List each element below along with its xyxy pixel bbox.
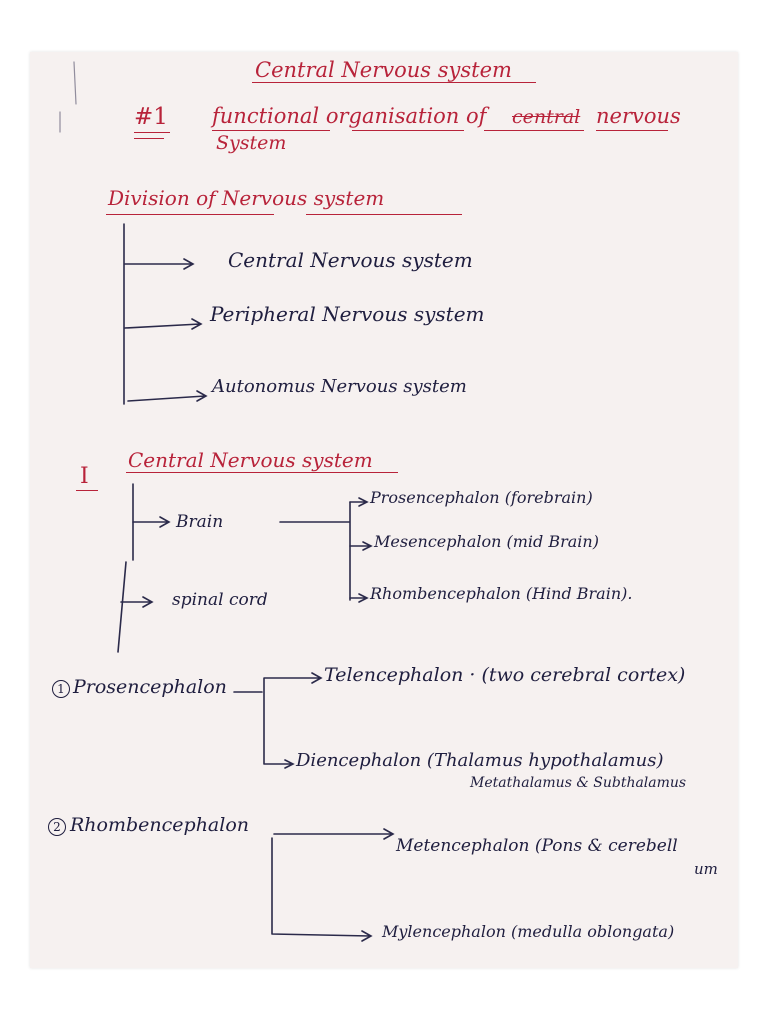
spinal-cord-arrow [120,596,154,608]
diencephalon-text: Diencephalon (Thalamus hypothalamus) [296,750,664,771]
heading-underline-1 [212,130,330,131]
cns-part-spinal-cord: spinal cord [172,590,268,610]
margin-scribble [59,61,77,133]
rhombencephalon-number: 2 [48,818,66,836]
diencephalon-text-line-2: Metathalamus & Subthalamus [470,775,687,791]
brain-part-rhombencephalon: Rhombencephalon (Hind Brain). [370,584,633,603]
section-marker-underline [76,490,98,491]
heading-line-2: System [216,132,287,154]
brain-arrow-prosencephalon [349,497,369,507]
section-heading-underline [126,472,398,473]
division-item-pns: Peripheral Nervous system [210,302,485,326]
heading-text-end: nervous [596,104,681,128]
page-title-underline [252,82,536,83]
brain-arrow-rhombencephalon [349,593,369,603]
division-underline-2 [306,214,462,215]
prosencephalon-text: Prosencephalon [73,676,227,698]
division-arrow-3 [127,390,208,402]
heading-number-underline-2 [134,138,164,139]
brain-part-mesencephalon: Mesencephalon (mid Brain) [374,532,599,551]
division-arrow-1 [124,258,195,270]
brain-branch-line [279,501,351,601]
brain-arrow-mesencephalon [349,541,373,551]
cns-part-brain: Brain [176,512,224,532]
page-title: Central Nervous system [255,58,512,82]
division-arrow-2 [124,318,203,330]
heading-underline-2 [352,130,464,131]
section-heading: Central Nervous system [128,448,373,472]
prosencephalon-branch-line [233,672,323,769]
mylencephalon-text: Mylencephalon (medulla oblongata) [382,922,675,941]
heading-underline-4 [596,130,668,131]
notebook-page: Central Nervous system #1 functional org… [30,52,738,968]
heading-number: #1 [134,104,168,130]
cns-trunk-line [117,483,134,653]
heading-struck-word: central [512,106,581,128]
division-item-cns: Central Nervous system [228,248,473,272]
brain-arrow [132,516,171,528]
metencephalon-text: Metencephalon (Pons & cerebell [396,836,678,856]
division-heading: Division of Nervous system [108,186,385,210]
metencephalon-text-line-2: um [694,860,718,878]
section-marker: I [80,464,89,489]
telencephalon-text: Telencephalon · (two cerebral cortex) [324,664,686,686]
heading-text: functional organisation of [212,104,487,128]
heading-underline-3 [484,130,584,131]
rhombencephalon-branch-line [271,828,395,942]
rhombencephalon-text: Rhombencephalon [70,814,250,836]
heading-number-underline [134,132,170,133]
connector-lines [59,61,395,942]
prosencephalon-number: 1 [52,680,70,698]
division-underline-1 [106,214,274,215]
division-item-ans: Autonomus Nervous system [212,376,467,397]
brain-part-prosencephalon: Prosencephalon (forebrain) [370,488,593,507]
